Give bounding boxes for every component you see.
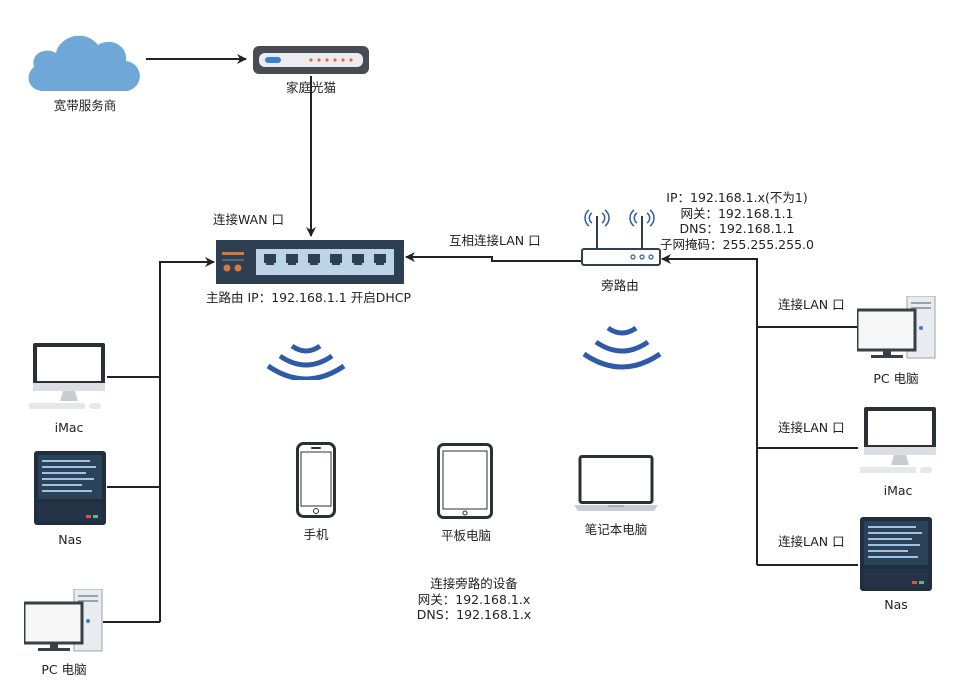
config-mask: 子网掩码：255.255.255.0 bbox=[660, 236, 814, 252]
wifi-icon bbox=[582, 325, 662, 370]
edge-left-trunk bbox=[159, 257, 215, 622]
left-imac-label: iMac bbox=[54, 420, 84, 435]
isp-label: 宽带服务商 bbox=[53, 98, 117, 113]
lan-pc-label: 连接LAN 口 bbox=[778, 297, 845, 312]
lan-nas-label: 连接LAN 口 bbox=[778, 534, 845, 549]
lan-imac-label: 连接LAN 口 bbox=[778, 420, 845, 435]
phone-label: 手机 bbox=[303, 527, 329, 542]
edge-right-trunk bbox=[661, 254, 758, 565]
main-router-label: 主路由 IP：192.168.1.1 开启DHCP bbox=[206, 290, 412, 305]
imac-icon bbox=[860, 407, 936, 473]
right-imac-label: iMac bbox=[883, 483, 913, 498]
laptop-label: 笔记本电脑 bbox=[584, 522, 648, 537]
device-config-gateway: 网关：192.168.1.x bbox=[417, 591, 531, 607]
left-nas-label: Nas bbox=[58, 532, 82, 547]
laptop-icon bbox=[574, 455, 658, 511]
imac-icon bbox=[29, 343, 105, 409]
side-router-icon bbox=[581, 209, 661, 266]
device-config-dns: DNS：192.168.1.x bbox=[416, 607, 532, 622]
pc-icon bbox=[24, 589, 103, 652]
tablet-icon bbox=[437, 443, 493, 519]
config-ip: IP：192.168.1.x(不为1) bbox=[666, 190, 808, 205]
right-nas-label: Nas bbox=[884, 597, 908, 612]
config-gateway: 网关：192.168.1.1 bbox=[680, 205, 794, 221]
left-pc-label: PC 电脑 bbox=[41, 662, 87, 677]
side-router-config: IP：192.168.1.x(不为1) 网关：192.168.1.1 DNS：1… bbox=[658, 190, 816, 252]
phone-icon bbox=[296, 442, 336, 518]
modem-label: 家庭光猫 bbox=[285, 80, 337, 95]
device-config: 连接旁路的设备 网关：192.168.1.x DNS：192.168.1.x bbox=[404, 576, 544, 623]
device-config-title: 连接旁路的设备 bbox=[430, 576, 518, 591]
nas-icon bbox=[34, 451, 106, 525]
right-pc-label: PC 电脑 bbox=[873, 371, 919, 386]
config-dns: DNS：192.168.1.1 bbox=[679, 221, 795, 236]
wan-edge-label: 连接WAN 口 bbox=[213, 212, 285, 227]
wifi-icon bbox=[266, 343, 346, 380]
edge-side-main bbox=[405, 252, 582, 262]
modem-icon bbox=[253, 46, 369, 74]
side-router-label: 旁路由 bbox=[601, 278, 639, 293]
cloud-icon bbox=[28, 35, 140, 91]
nas-icon bbox=[860, 517, 932, 591]
main-router-icon bbox=[216, 240, 404, 284]
pc-icon bbox=[857, 296, 936, 359]
tablet-label: 平板电脑 bbox=[440, 528, 492, 543]
mutual-lan-label: 互相连接LAN 口 bbox=[449, 233, 541, 248]
